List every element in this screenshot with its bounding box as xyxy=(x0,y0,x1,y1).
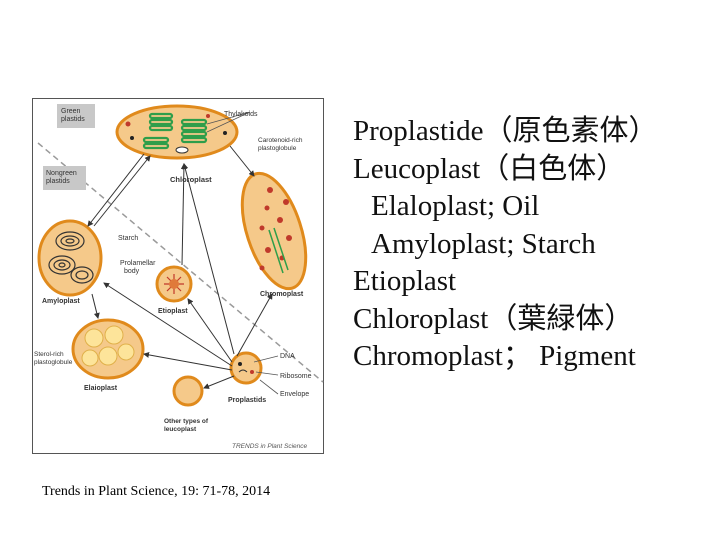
starch-label: Starch xyxy=(118,235,138,242)
list-item: Amyloplast; Starch xyxy=(371,227,596,260)
list-item: Leucoplast（白色体） xyxy=(353,152,626,185)
proplastids-label: Proplastids xyxy=(228,397,266,404)
other-leucoplast-label: Other types of leucoplast xyxy=(164,418,210,433)
figure-caption: Trends in Plant Science, 19: 71-78, 2014 xyxy=(42,484,271,499)
list-item: Proplastide（原色素体） xyxy=(353,115,658,147)
list-item: Chloroplast（葉緑体） xyxy=(353,302,634,335)
envelope-label: Envelope xyxy=(280,391,309,398)
amyloplast xyxy=(37,219,103,297)
dna-label: DNA xyxy=(280,353,295,360)
list-item: Chromoplast； Pigment xyxy=(353,340,636,372)
proplastid xyxy=(229,351,263,385)
chromoplast-label: Chromoplast xyxy=(260,291,304,298)
etioplast xyxy=(155,265,193,303)
elaioplast-label: Elaioplast xyxy=(84,385,118,392)
other-leucoplast xyxy=(172,375,204,407)
elaioplast xyxy=(71,318,145,380)
conversion-arrows xyxy=(87,145,273,389)
credit-label: TRENDS in Plant Science xyxy=(232,443,308,450)
chromoplast xyxy=(240,171,308,291)
chloroplast-label: Chloroplast xyxy=(170,175,212,184)
amyloplast-label: Amyloplast xyxy=(42,298,80,305)
ribosome-label: Ribosome xyxy=(280,373,312,380)
prolamellar-label: Prolamellar body xyxy=(120,260,157,275)
chloroplast xyxy=(115,104,239,160)
list-item: Elaloplast; Oil xyxy=(371,190,540,222)
sterol-label: Sterol-rich plastoglobule xyxy=(34,351,73,366)
list-item: Etioplast xyxy=(353,265,457,297)
etioplast-label: Etioplast xyxy=(158,308,188,315)
carotenoid-label: Carotenoid-rich plastoglobule xyxy=(258,137,304,152)
thylakoids-label: Thylakoids xyxy=(224,111,258,118)
plastid-type-list: Proplastide（原色素体） Leucoplast（白色体） Elalopla… xyxy=(353,113,658,376)
